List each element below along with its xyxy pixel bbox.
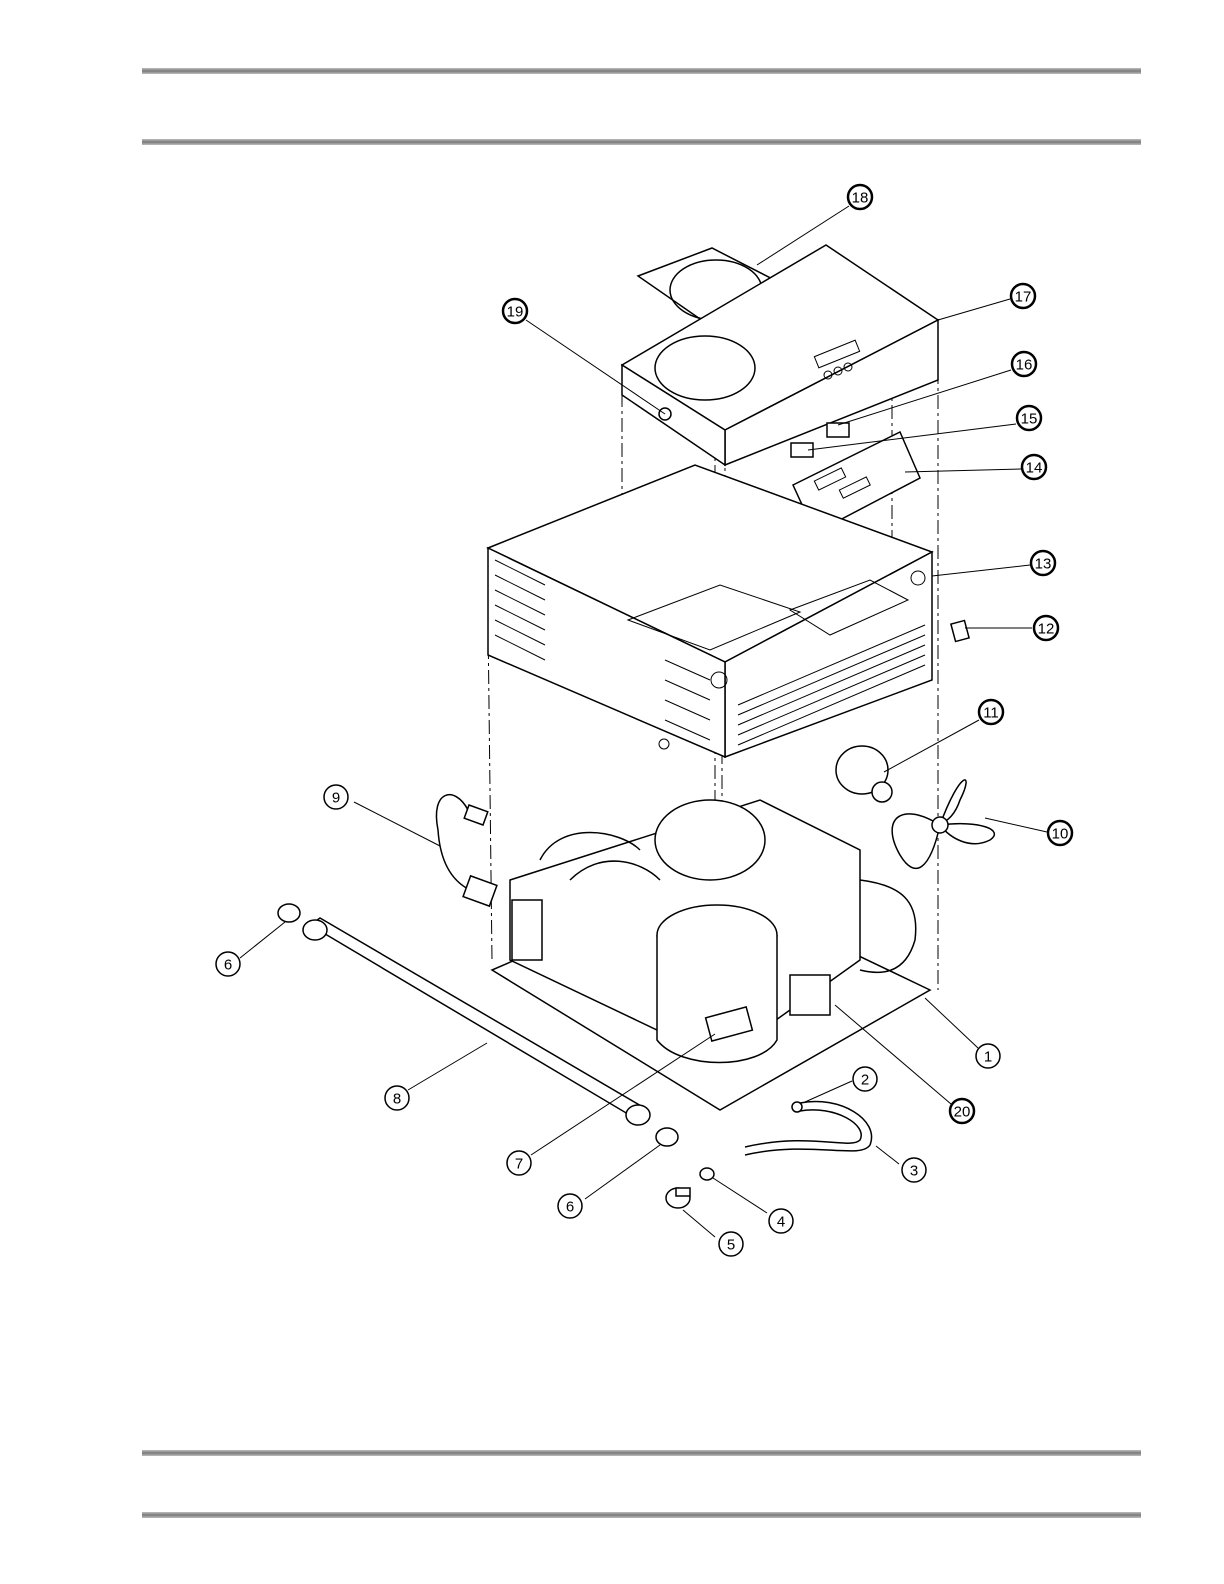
switch-16 (827, 423, 849, 437)
callout-label: 6 (566, 1199, 574, 1216)
callout-label: 16 (1016, 357, 1033, 374)
callout-14: 14 (1022, 455, 1046, 479)
callout-label: 8 (393, 1091, 401, 1108)
callout-10: 10 (1048, 821, 1072, 845)
callout-7: 7 (507, 1151, 531, 1175)
callout-6: 6 (216, 952, 240, 976)
callout-11: 11 (979, 700, 1003, 724)
tube-cap-lower (656, 1128, 678, 1146)
callout-4: 4 (769, 1209, 793, 1233)
callout-label: 18 (852, 190, 869, 207)
callout-label: 14 (1026, 460, 1043, 477)
drain-plug (666, 1188, 690, 1208)
drain-hose (745, 1101, 872, 1155)
callout-label: 9 (332, 790, 340, 807)
callout-17: 17 (1011, 284, 1035, 308)
main-housing (488, 465, 932, 757)
rocker-switch (951, 620, 969, 641)
callout-label: 11 (983, 705, 999, 722)
power-cord (436, 795, 496, 906)
callout-label: 7 (515, 1156, 523, 1173)
callout-label: 5 (727, 1237, 735, 1254)
callout-label: 3 (910, 1163, 918, 1180)
callout-label: 20 (954, 1104, 971, 1121)
callout-6: 6 (558, 1194, 582, 1218)
callout-label: 6 (224, 957, 232, 974)
callout-label: 12 (1038, 621, 1055, 638)
callout-2: 2 (853, 1067, 877, 1091)
callout-label: 10 (1052, 826, 1069, 843)
callout-13: 13 (1031, 551, 1055, 575)
callout-20: 20 (950, 1099, 974, 1123)
callout-1: 1 (976, 1044, 1000, 1068)
callout-16: 16 (1012, 352, 1036, 376)
tube-cap-upper (278, 904, 300, 922)
fan-motor (836, 746, 892, 802)
fan-blade (892, 780, 994, 868)
callout-label: 2 (861, 1072, 869, 1089)
callout-9: 9 (324, 785, 348, 809)
callout-18: 18 (848, 185, 872, 209)
washer (700, 1168, 714, 1180)
callout-3: 3 (902, 1158, 926, 1182)
callout-label: 17 (1015, 289, 1032, 306)
callout-label: 4 (777, 1214, 785, 1231)
callout-label: 19 (507, 304, 524, 321)
callout-8: 8 (385, 1086, 409, 1110)
callout-12: 12 (1034, 616, 1058, 640)
callout-19: 19 (503, 299, 527, 323)
callout-label: 15 (1021, 411, 1038, 428)
callout-15: 15 (1017, 406, 1041, 430)
callout-label: 1 (984, 1049, 992, 1066)
callout-5: 5 (719, 1232, 743, 1256)
callout-label: 13 (1035, 556, 1052, 573)
